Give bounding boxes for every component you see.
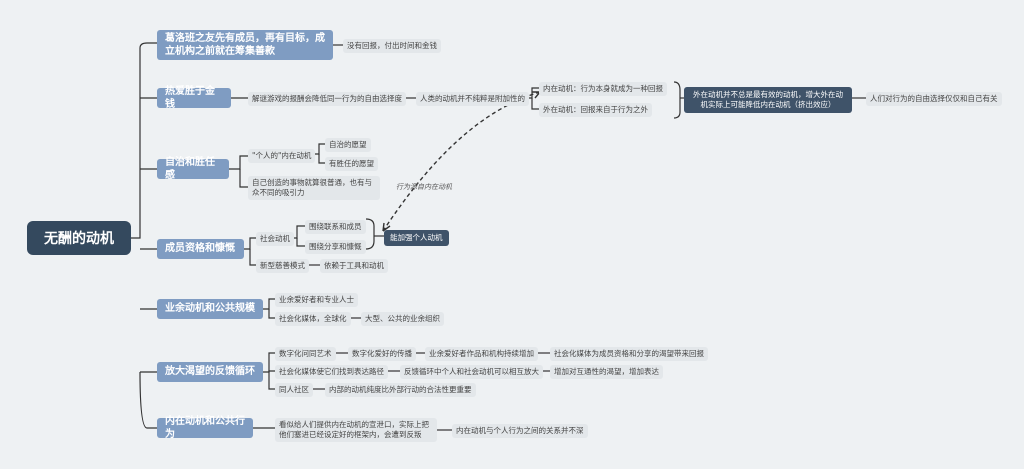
subnode-not-additive[interactable]: 人类的动机并不纯粹是附加性的 bbox=[416, 92, 529, 107]
subnode-reward-membership[interactable]: 社会化媒体为成员资格和分享的渴望带来回报 bbox=[550, 347, 708, 362]
subnode-works-increase[interactable]: 业余爱好者作品和机构持续增加 bbox=[425, 347, 538, 362]
subnode-autonomy-desire[interactable]: 自治的愿望 bbox=[325, 138, 371, 153]
topic-node-1[interactable]: 葛洛班之友先有成员，再有目标，成立机构之前就在筹集善款 bbox=[157, 30, 333, 60]
topic-node-2[interactable]: 热爱胜于金钱 bbox=[157, 86, 231, 110]
subnode-social-motivation[interactable]: 社会动机 bbox=[256, 232, 294, 247]
subnode-motivation-purity[interactable]: 内部的动机纯度比外部行动的合法性更重要 bbox=[325, 383, 476, 398]
root-node[interactable]: 无酬的动机 bbox=[27, 221, 131, 255]
subnode-extrinsic-motivation[interactable]: 外在动机：回报来自于行为之外 bbox=[539, 103, 652, 118]
relation-annotation: 行为源自内在动机 bbox=[396, 183, 452, 191]
subnode-competence-desire[interactable]: 有胜任的愿望 bbox=[325, 157, 378, 172]
topic-node-7[interactable]: 内在动机和公共行为 bbox=[157, 416, 253, 440]
subnode-self-created[interactable]: 自己创造的事物就算很普通，也有与众不同的吸引力 bbox=[248, 176, 380, 201]
subnode-feedback-amplify[interactable]: 反馈循环中个人和社会动机可以相互放大 bbox=[400, 365, 543, 380]
subnode-connection-membership[interactable]: 围绕联系和成员 bbox=[305, 220, 366, 235]
subnode-interoperability[interactable]: 增加对互通性的渴望，增加表达 bbox=[550, 365, 663, 380]
subnode-amateurs-professionals[interactable]: 业余爱好者和专业人士 bbox=[275, 293, 358, 308]
subnode-no-reward[interactable]: 没有回报，付出时间和金钱 bbox=[343, 39, 441, 54]
subnode-large-amateur-org[interactable]: 大型、公共的业余组织 bbox=[361, 312, 444, 327]
subnode-sharing-generosity[interactable]: 围绕分享和慷慨 bbox=[305, 240, 366, 255]
subnode-social-media-global[interactable]: 社会化媒体，全球化 bbox=[275, 312, 351, 327]
topic-node-5[interactable]: 业余动机和公共规模 bbox=[157, 299, 263, 319]
subnode-strengthen-personal[interactable]: 能加强个人动机 bbox=[384, 230, 449, 247]
topic-node-6[interactable]: 放大渴望的反馈循环 bbox=[157, 362, 263, 382]
subnode-expression-path[interactable]: 社会化媒体使它们找到表达路径 bbox=[275, 365, 388, 380]
subnode-digital-art[interactable]: 数字化问同艺术 bbox=[275, 347, 336, 362]
subnode-new-charity[interactable]: 新型慈善模式 bbox=[256, 259, 309, 274]
subnode-puzzle-reward[interactable]: 解谜游戏的报酬会降低同一行为的自由选择度 bbox=[248, 92, 406, 107]
subnode-hobby-spread[interactable]: 数字化爱好的传播 bbox=[348, 347, 416, 362]
subnode-personal-intrinsic[interactable]: "个人的"内在动机 bbox=[248, 149, 316, 164]
subnode-tools-and-motivation[interactable]: 依赖于工具和动机 bbox=[320, 259, 388, 274]
subnode-framework-rebellion[interactable]: 看似给人们提供内在动机的宣泄口，实际上把他们塞进已经设定好的框架内，会遭到反叛 bbox=[275, 418, 437, 443]
subnode-fan-community[interactable]: 同人社区 bbox=[275, 383, 313, 398]
topic-node-3[interactable]: 自治和胜任感 bbox=[157, 157, 229, 181]
subnode-weak-relation[interactable]: 内在动机与个人行为之间的关系并不深 bbox=[452, 424, 588, 439]
topic-node-4[interactable]: 成员资格和慷慨 bbox=[157, 239, 244, 259]
subnode-intrinsic-motivation[interactable]: 内在动机：行为本身就成为一种回报 bbox=[539, 82, 667, 97]
subnode-crowding-out-effect[interactable]: 外在动机并不总是最有效的动机，增大外在动机实际上可能降低内在动机（挤出效应） bbox=[684, 87, 852, 114]
subnode-free-choice[interactable]: 人们对行为的自由选择仅仅和自己有关 bbox=[866, 92, 1002, 107]
